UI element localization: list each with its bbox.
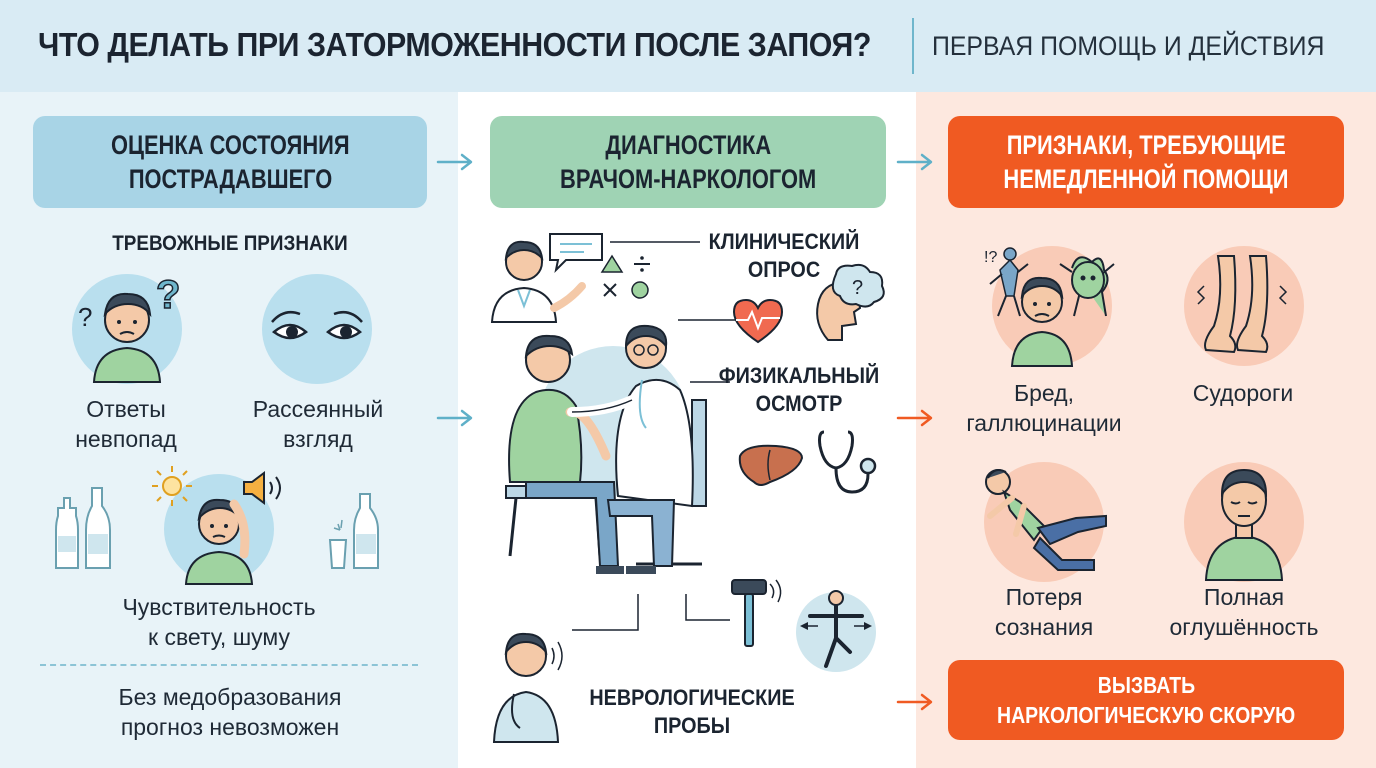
arrow-right-icon — [896, 153, 933, 171]
doctor-interview-illustration — [490, 240, 586, 323]
connector-line — [610, 241, 700, 243]
question-mark-icon: ? ? — [78, 272, 181, 383]
speaker-icon — [243, 471, 281, 505]
page-title: ЧТО ДЕЛАТЬ ПРИ ЗАТОРМОЖЕННОСТИ ПОСЛЕ ЗАП… — [38, 26, 871, 63]
stethoscope-icon — [818, 430, 877, 494]
connector-line — [685, 594, 730, 621]
arrow-right-icon — [436, 153, 473, 171]
bottle-icon — [328, 493, 379, 569]
stupor-person-icon — [1204, 468, 1284, 581]
svg-text:?: ? — [78, 302, 92, 332]
headache-person-icon — [184, 498, 254, 585]
balance-figure-icon — [800, 590, 872, 668]
section-divider — [40, 664, 418, 666]
doctor-neuro-illustration — [492, 632, 563, 743]
svg-text:?: ? — [156, 273, 180, 317]
sign-seizures-label: Судороги — [1192, 380, 1294, 406]
heart-pulse-icon — [732, 298, 784, 344]
arrow-right-icon — [896, 693, 933, 711]
warning-signs-title: ТРЕВОЖНЫЕ ПРИЗНАКИ — [112, 232, 348, 255]
math-symbols-icon — [600, 254, 650, 299]
connector-line — [572, 594, 639, 631]
arrow-right-icon — [436, 409, 473, 427]
connector-line — [690, 381, 730, 383]
header-divider — [912, 18, 914, 74]
physical-exam-illustration — [505, 324, 707, 574]
svg-text:?: ? — [852, 277, 863, 299]
hallucination-icon: !? — [984, 247, 1115, 367]
arrow-right-icon — [896, 409, 933, 427]
svg-text:!?: !? — [984, 249, 997, 266]
sun-icon — [152, 466, 192, 506]
connector-line — [678, 319, 738, 321]
page-header: ЧТО ДЕЛАТЬ ПРИ ЗАТОРМОЖЕННОСТИ ПОСЛЕ ЗАП… — [0, 0, 1376, 92]
fainting-person-icon — [985, 469, 1107, 571]
brain-question-icon: ? — [816, 263, 885, 341]
eyes-icon — [271, 311, 363, 340]
sign-delirium-label: Бред,галлюцинации — [966, 380, 1122, 436]
bottle-icon — [55, 487, 111, 569]
liver-icon — [738, 444, 804, 486]
page-subtitle: ПЕРВАЯ ПОМОЩЬ И ДЕЙСТВИЯ — [932, 31, 1325, 61]
reflex-hammer-icon — [731, 579, 782, 647]
legs-seizure-icon — [1196, 255, 1288, 354]
speech-bubble-icon — [549, 233, 603, 274]
